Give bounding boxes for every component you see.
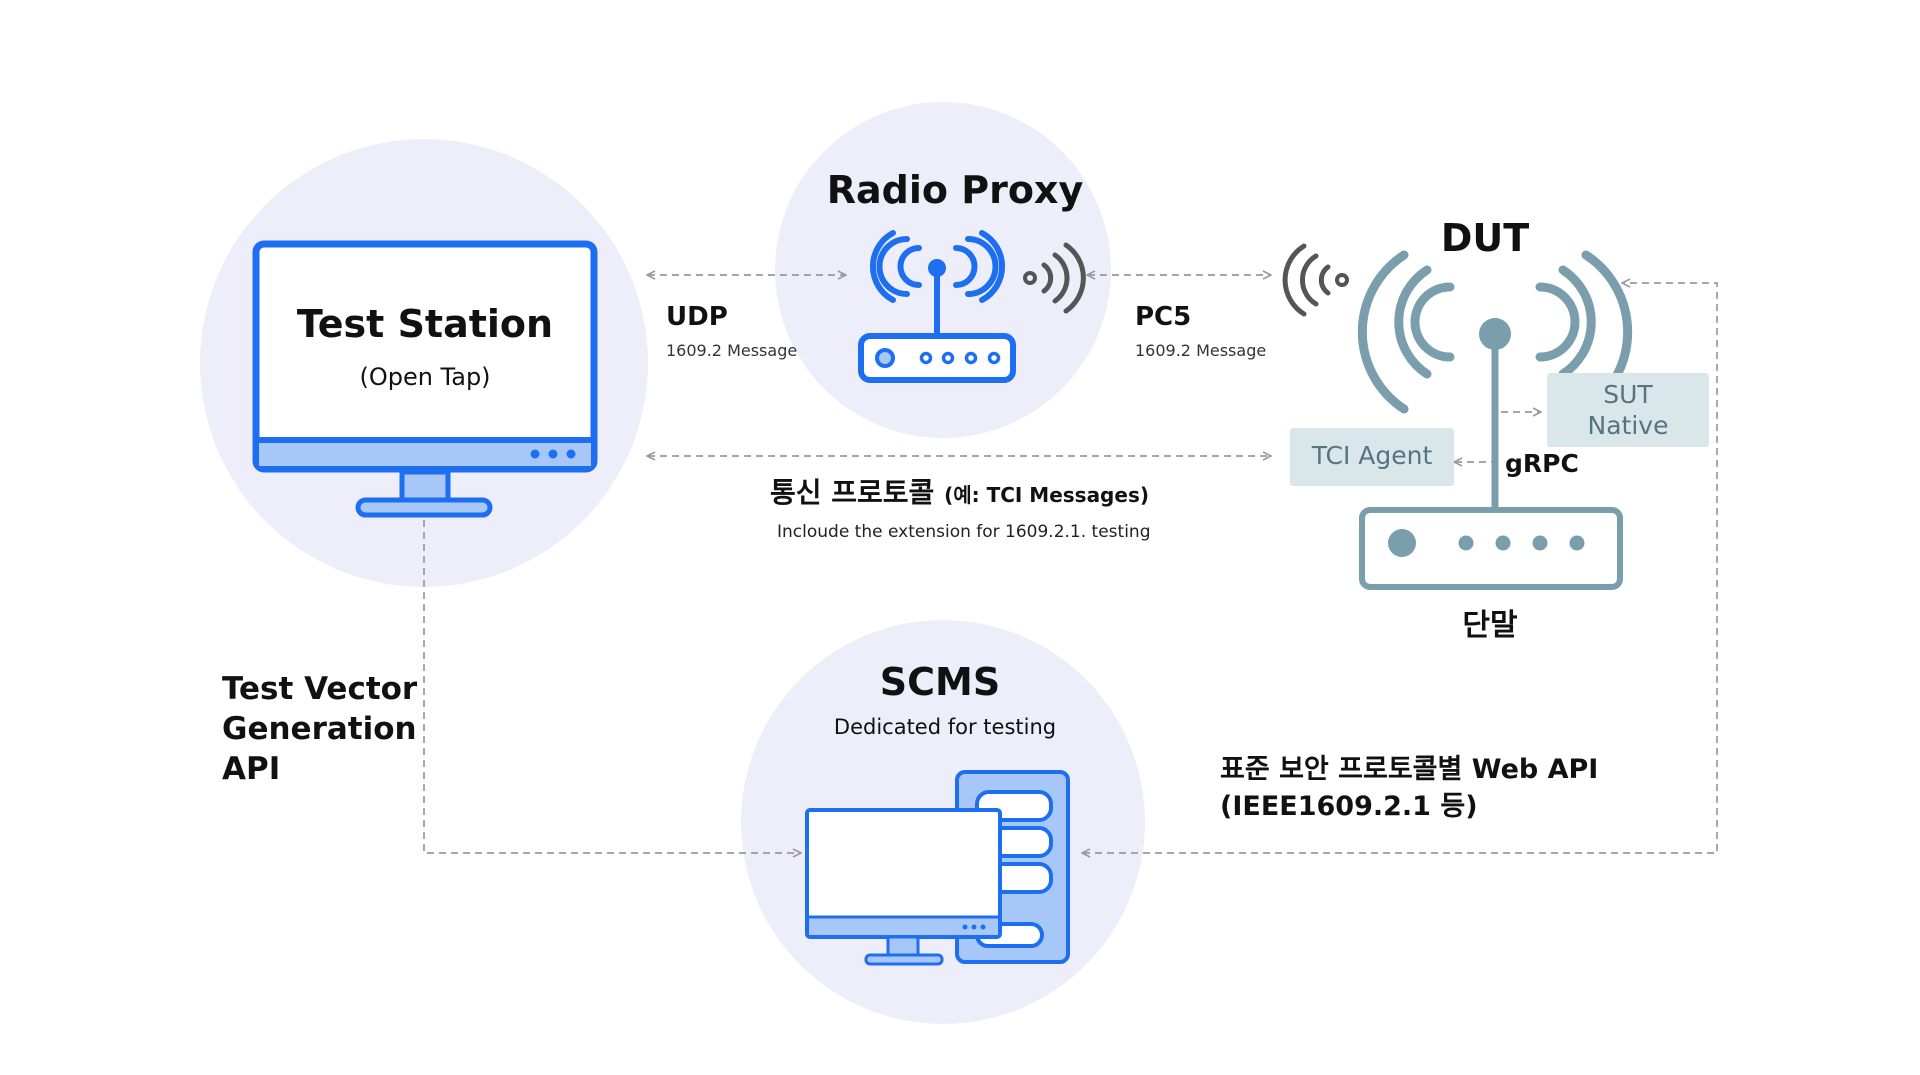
web-api-connector	[1083, 283, 1718, 853]
tci-agent-box	[1290, 428, 1454, 486]
web-api-line1: 표준 보안 프로토콜별 Web API	[1220, 754, 1599, 785]
pc5-label: PC5	[1135, 302, 1192, 332]
radio-proxy-title: Radio Proxy	[826, 168, 1084, 212]
test-station-title: Test Station	[296, 302, 554, 346]
dut-signal-icon	[1282, 243, 1349, 317]
test-vector-api-line3: API	[222, 751, 281, 787]
scms-title: SCMS	[879, 660, 1001, 704]
test-vector-api-line2: Generation	[222, 711, 417, 747]
sut-native-box	[1547, 373, 1709, 447]
test-vector-api-connector	[423, 520, 800, 853]
udp-sublabel: 1609.2 Message	[666, 341, 798, 360]
sut-native-line1: SUT	[1603, 380, 1653, 409]
dut-device-icon	[1357, 250, 1633, 590]
comm-protocol-label: 통신 프로토콜 (예: TCI Messages)	[770, 476, 1149, 509]
test-vector-api-line1: Test Vector	[222, 671, 418, 707]
test-station-monitor-icon	[252, 240, 598, 518]
comm-protocol-title: 통신 프로토콜	[770, 476, 935, 509]
udp-label: UDP	[666, 302, 728, 332]
comm-protocol-sublabel: Incloude the extension for 1609.2.1. tes…	[777, 522, 1151, 542]
sut-native-line2: Native	[1587, 411, 1669, 440]
radio-proxy-router-icon	[858, 230, 1016, 383]
dut-caption: 단말	[1462, 608, 1518, 643]
comm-protocol-example: (예: TCI Messages)	[944, 483, 1149, 507]
test-station-subtitle: (Open Tap)	[359, 363, 491, 391]
tci-agent-label: TCI Agent	[1311, 441, 1433, 470]
scms-computer-icon	[805, 770, 1070, 966]
scms-subtitle: Dedicated for testing	[833, 715, 1057, 739]
web-api-line2: (IEEE1609.2.1 등)	[1220, 791, 1478, 822]
pc5-sublabel: 1609.2 Message	[1135, 341, 1267, 360]
grpc-label: gRPC	[1505, 449, 1579, 478]
radio-proxy-signal-icon	[1023, 242, 1086, 314]
dut-title: DUT	[1440, 216, 1530, 260]
